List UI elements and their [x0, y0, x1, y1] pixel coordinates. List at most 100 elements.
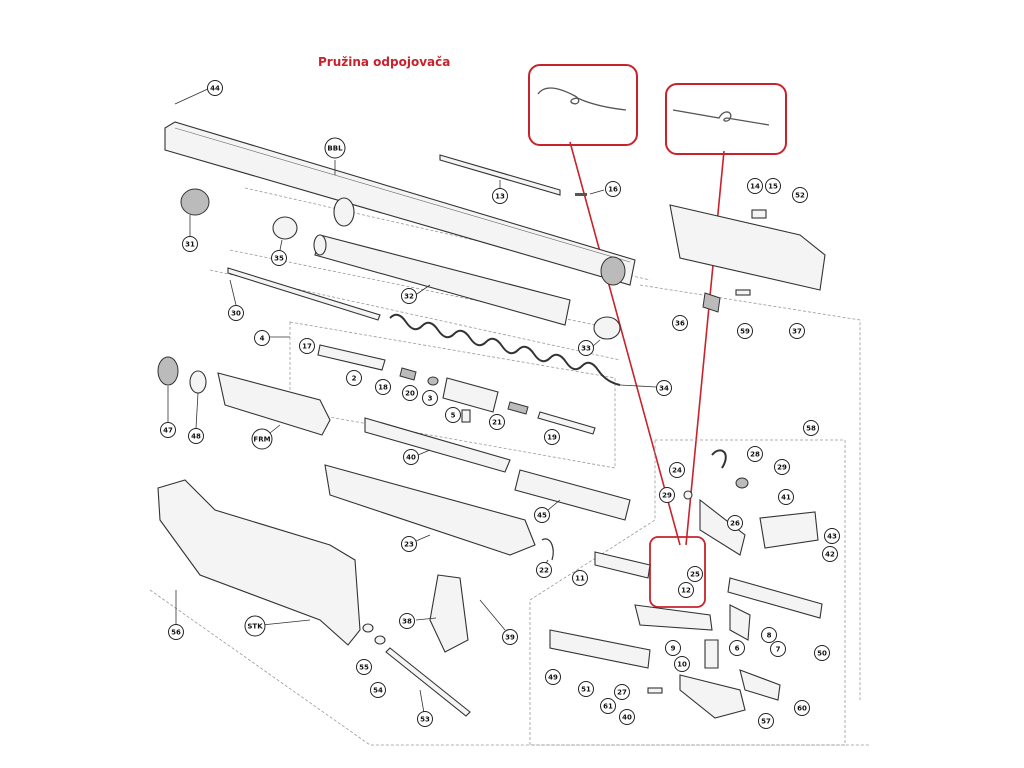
trigger-guard-57	[679, 674, 746, 719]
magazine-cap	[180, 188, 210, 216]
label-text: 39	[505, 634, 515, 642]
part-label-p5: 5	[445, 407, 461, 423]
barrel-rib	[174, 127, 631, 263]
part-label-p40: 40	[403, 449, 419, 465]
spring-callout-left	[528, 64, 638, 146]
ring-47	[157, 356, 179, 386]
label-circle	[370, 682, 386, 698]
part-label-p41: 41	[778, 489, 794, 505]
label-text: 19	[547, 434, 557, 442]
part-label-p11: 11	[572, 570, 588, 586]
label-circle	[814, 645, 830, 661]
label-circle	[324, 137, 346, 159]
part-label-p24: 24	[669, 462, 685, 478]
part-label-p58: 58	[803, 420, 819, 436]
label-circle	[605, 181, 621, 197]
part-label-stk: STK	[244, 615, 266, 637]
part-18	[399, 367, 417, 381]
highlight-box-12-25	[649, 536, 706, 608]
label-circle	[761, 627, 777, 643]
label-text: 57	[761, 718, 771, 726]
label-circle	[778, 489, 794, 505]
part-label-p29b: 29	[659, 487, 675, 503]
forend	[217, 372, 331, 436]
part-label-p25: 25	[687, 566, 703, 582]
label-text: 5	[451, 412, 456, 420]
label-circle	[747, 446, 763, 462]
label-text: 7	[776, 646, 781, 654]
label-text: 8	[767, 632, 772, 640]
label-text: STK	[247, 623, 263, 631]
part-label-p45: 45	[534, 507, 550, 523]
part-21	[507, 401, 529, 415]
label-text: 20	[405, 390, 415, 398]
label-text: 53	[420, 716, 430, 724]
label-text: 55	[359, 664, 369, 672]
buttpad-38	[429, 574, 469, 653]
guide-line-bottom	[149, 589, 870, 746]
part-label-p23: 23	[401, 536, 417, 552]
label-circle	[659, 487, 675, 503]
part-label-p49: 49	[545, 669, 561, 685]
label-text: 24	[672, 467, 682, 475]
label-circle	[600, 698, 616, 714]
barrel-ring	[333, 197, 355, 227]
label-text: 25	[690, 571, 700, 579]
label-circle	[770, 641, 786, 657]
part-label-p35: 35	[271, 250, 287, 266]
label-text: 6	[735, 645, 740, 653]
part-20	[427, 376, 439, 386]
part-label-p7: 7	[770, 641, 786, 657]
label-circle	[271, 250, 287, 266]
vent-rib	[439, 154, 561, 196]
rod-53	[385, 647, 471, 717]
label-text: FRM	[253, 436, 270, 444]
part-label-p27: 27	[614, 684, 630, 700]
label-text: BBL	[327, 145, 343, 153]
label-circle	[747, 178, 763, 194]
label-text: 26	[730, 520, 740, 528]
part-label-p57: 57	[758, 713, 774, 729]
label-text: 61	[603, 703, 613, 711]
label-text: 48	[191, 433, 201, 441]
part-label-p39: 39	[502, 629, 518, 645]
label-text: 29	[662, 492, 672, 500]
label-circle	[687, 566, 703, 582]
label-circle	[669, 462, 685, 478]
part-label-frm: FRM	[251, 428, 273, 450]
label-text: 34	[659, 385, 669, 393]
part-36	[702, 292, 721, 313]
receiver	[669, 204, 826, 291]
barrel-muzzle	[600, 256, 626, 286]
pin-10	[704, 639, 719, 669]
label-circle	[401, 536, 417, 552]
rod-30	[227, 267, 381, 321]
part-label-p17: 17	[299, 338, 315, 354]
label-text: 40	[406, 454, 416, 462]
label-circle	[207, 80, 223, 96]
part-label-p53: 53	[417, 711, 433, 727]
label-text: 27	[617, 689, 627, 697]
label-text: 49	[548, 674, 558, 682]
part-label-p43: 43	[824, 528, 840, 544]
label-circle	[758, 713, 774, 729]
connector-line-left	[569, 141, 681, 546]
label-circle	[774, 459, 790, 475]
label-circle	[572, 570, 588, 586]
part-8	[729, 604, 751, 641]
part-49	[549, 629, 651, 669]
part-35	[272, 216, 298, 240]
part-label-p12: 12	[678, 582, 694, 598]
pin-16	[575, 193, 587, 196]
label-circle	[578, 681, 594, 697]
label-circle	[578, 340, 594, 356]
label-text: 30	[231, 310, 241, 318]
part-label-p13: 13	[492, 188, 508, 204]
part-label-p31: 31	[182, 236, 198, 252]
label-text: 22	[539, 567, 549, 575]
part-19	[537, 411, 596, 435]
label-circle	[356, 659, 372, 675]
label-circle	[182, 236, 198, 252]
label-text: 14	[750, 183, 760, 191]
